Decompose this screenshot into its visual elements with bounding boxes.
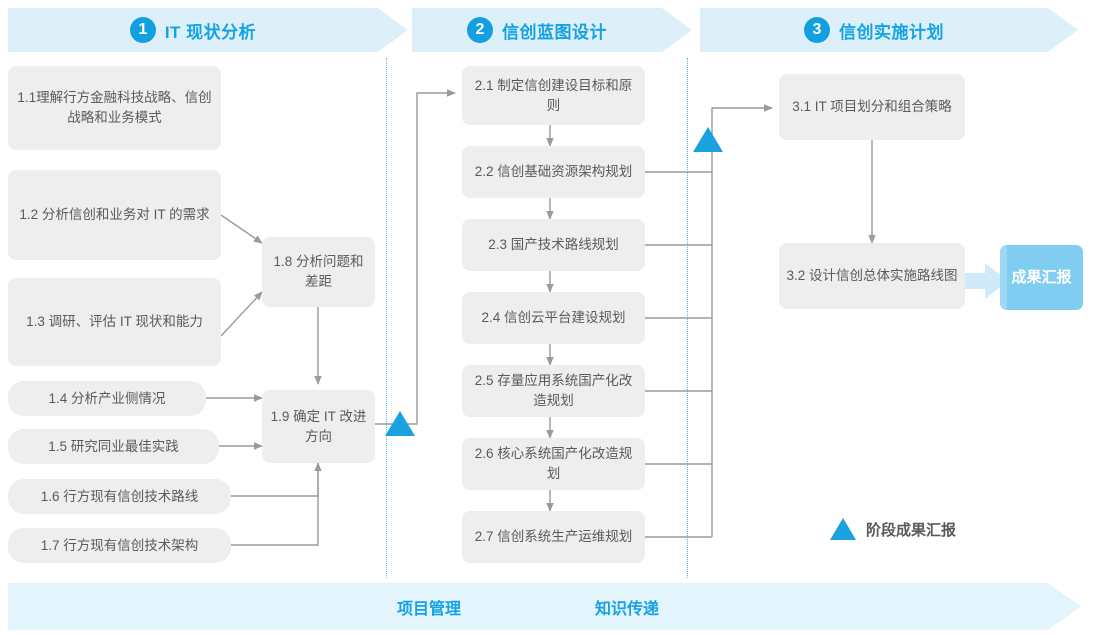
phase-band-3 bbox=[700, 8, 1078, 52]
legend-milestone: 阶段成果汇报 bbox=[830, 518, 956, 540]
phase-band-2 bbox=[412, 8, 692, 52]
legend-label: 阶段成果汇报 bbox=[866, 521, 957, 539]
bottom-label-knowledge-transfer: 知识传递 bbox=[595, 600, 660, 618]
phase-band-1 bbox=[8, 8, 408, 52]
node-3-1[interactable]: 3.1 IT 项目划分和组合策略 bbox=[779, 74, 965, 140]
node-1-8[interactable]: 1.8 分析问题和差距 bbox=[262, 237, 375, 307]
column-divider-left bbox=[386, 58, 387, 578]
node-2-4[interactable]: 2.4 信创云平台建设规划 bbox=[462, 292, 645, 344]
phase-chevron-2 bbox=[662, 8, 692, 52]
node-2-2[interactable]: 2.2 信创基础资源架构规划 bbox=[462, 146, 645, 198]
bottom-band bbox=[8, 583, 1081, 630]
node-3-2[interactable]: 3.2 设计信创总体实施路线图 bbox=[779, 243, 965, 309]
bottom-band-arrow-tip bbox=[1048, 583, 1081, 630]
milestone-triangle-phase2 bbox=[693, 127, 723, 152]
node-1-5[interactable]: 1.5 研究同业最佳实践 bbox=[8, 429, 219, 464]
node-2-5[interactable]: 2.5 存量应用系统国产化改造规划 bbox=[462, 365, 645, 417]
milestone-triangle-icon bbox=[830, 518, 856, 540]
node-1-9[interactable]: 1.9 确定 IT 改进方向 bbox=[262, 390, 375, 463]
result-chip[interactable]: 成果汇报 bbox=[1000, 245, 1083, 310]
node-1-7[interactable]: 1.7 行方现有信创技术架构 bbox=[8, 528, 231, 563]
column-divider-right bbox=[687, 58, 688, 578]
node-1-1[interactable]: 1.1理解行方金融科技战略、信创战略和业务模式 bbox=[8, 66, 221, 150]
node-1-3[interactable]: 1.3 调研、评估 IT 现状和能力 bbox=[8, 278, 221, 366]
phase-chevron-3 bbox=[1048, 8, 1078, 52]
bottom-label-project-management: 项目管理 bbox=[397, 600, 462, 618]
node-1-6[interactable]: 1.6 行方现有信创技术路线 bbox=[8, 479, 231, 514]
node-1-2[interactable]: 1.2 分析信创和业务对 IT 的需求 bbox=[8, 170, 221, 260]
phase-chevron-1 bbox=[378, 8, 408, 52]
node-2-3[interactable]: 2.3 国产技术路线规划 bbox=[462, 219, 645, 271]
node-1-4[interactable]: 1.4 分析产业侧情况 bbox=[8, 381, 206, 416]
milestone-triangle-phase1 bbox=[385, 411, 415, 436]
node-2-7[interactable]: 2.7 信创系统生产运维规划 bbox=[462, 511, 645, 563]
node-2-6[interactable]: 2.6 核心系统国产化改造规划 bbox=[462, 438, 645, 490]
node-2-1[interactable]: 2.1 制定信创建设目标和原则 bbox=[462, 66, 645, 125]
